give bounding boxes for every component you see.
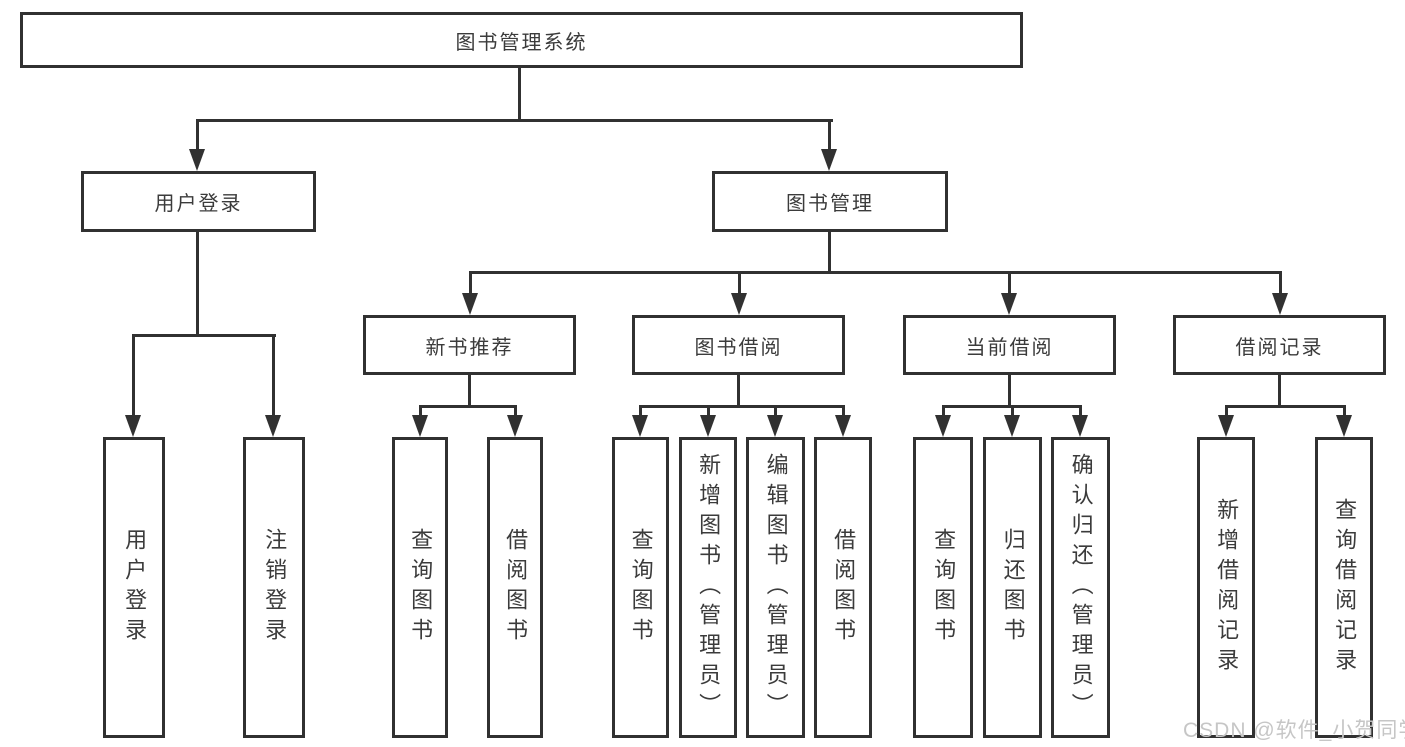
arrowhead-down-icon (632, 415, 648, 437)
arrowhead-down-icon (767, 415, 783, 437)
node-leaf-current-return-books: 归还图书 (983, 437, 1042, 738)
node-user-login: 用户登录 (81, 171, 316, 232)
node-label: 新增借阅记录 (1214, 497, 1240, 678)
connector-line (828, 232, 831, 273)
connector-line (419, 405, 422, 417)
arrowhead-down-icon (1004, 415, 1020, 437)
connector-line (774, 405, 777, 417)
connector-line (828, 119, 831, 153)
arrowhead-down-icon (462, 293, 478, 315)
arrowhead-down-icon (731, 293, 747, 315)
arrowhead-down-icon (189, 149, 205, 171)
node-label: 图书管理 (786, 193, 874, 215)
node-label: 查询图书 (408, 527, 434, 648)
connector-line (1079, 405, 1082, 417)
node-label: 图书借阅 (694, 336, 783, 359)
node-book-management: 图书管理 (712, 171, 948, 232)
arrowhead-down-icon (700, 415, 716, 437)
node-borrowing-records: 借阅记录 (1173, 315, 1386, 375)
node-leaf-user-login: 用户登录 (103, 437, 165, 738)
node-label: 归还图书 (1000, 527, 1026, 648)
node-leaf-borrowing-add-books-admin: 新增图书（管理员） (679, 437, 737, 738)
node-label: 当前借阅 (965, 336, 1054, 359)
node-label: 用户登录 (154, 193, 243, 215)
connector-line (842, 405, 845, 417)
node-leaf-borrowing-edit-books-admin: 编辑图书（管理员） (746, 437, 805, 738)
connector-line (132, 334, 276, 337)
connector-line (1011, 405, 1014, 417)
node-label: 编辑图书（管理员） (763, 452, 789, 723)
node-label: 借阅图书 (503, 527, 529, 648)
connector-line (196, 119, 833, 122)
connector-line (707, 405, 710, 417)
node-leaf-records-add-record: 新增借阅记录 (1197, 437, 1255, 738)
node-leaf-borrowing-query-books: 查询图书 (612, 437, 669, 738)
node-current-borrowing: 当前借阅 (903, 315, 1116, 375)
node-leaf-newbook-borrow-books: 借阅图书 (487, 437, 543, 738)
arrowhead-down-icon (507, 415, 523, 437)
arrowhead-down-icon (265, 415, 281, 437)
connector-line (639, 405, 845, 408)
node-library-management-system: 图书管理系统 (20, 12, 1023, 68)
connector-line (132, 334, 135, 418)
node-label: 新书推荐 (425, 336, 514, 359)
node-book-borrowing: 图书借阅 (632, 315, 845, 375)
arrowhead-down-icon (1072, 415, 1088, 437)
node-label: 借阅记录 (1235, 336, 1324, 359)
node-label: 查询图书 (628, 527, 654, 648)
arrowhead-down-icon (935, 415, 951, 437)
connector-line (196, 119, 199, 153)
arrowhead-down-icon (1001, 293, 1017, 315)
connector-line (469, 271, 472, 295)
connector-line (196, 232, 199, 336)
connector-line (1008, 271, 1011, 295)
connector-line (738, 271, 741, 295)
node-new-book-recommend: 新书推荐 (363, 315, 576, 375)
arrowhead-down-icon (835, 415, 851, 437)
connector-line (1225, 405, 1228, 417)
connector-line (942, 405, 945, 417)
connector-line (1008, 375, 1011, 408)
arrowhead-down-icon (1272, 293, 1288, 315)
arrowhead-down-icon (412, 415, 428, 437)
node-leaf-borrowing-borrow-books: 借阅图书 (814, 437, 872, 738)
node-label: 图书管理系统 (455, 31, 588, 54)
node-leaf-current-confirm-return-admin: 确认归还（管理员） (1051, 437, 1110, 738)
node-label: 借阅图书 (831, 527, 857, 648)
node-label: 确认归还（管理员） (1068, 452, 1094, 723)
node-leaf-newbook-query-books: 查询图书 (392, 437, 448, 738)
node-label: 查询图书 (931, 527, 957, 648)
arrowhead-down-icon (1336, 415, 1352, 437)
arrowhead-down-icon (125, 415, 141, 437)
connector-line (518, 68, 521, 121)
connector-line (514, 405, 517, 417)
connector-line (419, 405, 517, 408)
arrowhead-down-icon (821, 149, 837, 171)
connector-line (469, 271, 1282, 274)
node-leaf-current-query-books: 查询图书 (913, 437, 973, 738)
connector-line (272, 334, 275, 418)
arrowhead-down-icon (1218, 415, 1234, 437)
connector-line (1278, 375, 1281, 408)
node-leaf-records-query-record: 查询借阅记录 (1315, 437, 1373, 738)
connector-line (1279, 271, 1282, 295)
node-label: 用户登录 (122, 527, 148, 648)
node-leaf-logout: 注销登录 (243, 437, 305, 738)
csdn-watermark: CSDN @软件_小贺同学 (1183, 719, 1405, 742)
connector-line (468, 375, 471, 408)
node-label: 新增图书（管理员） (696, 452, 722, 723)
connector-line (1343, 405, 1346, 417)
node-label: 注销登录 (262, 527, 288, 648)
node-label: 查询借阅记录 (1332, 497, 1358, 678)
connector-line (737, 375, 740, 408)
connector-line (1225, 405, 1346, 408)
connector-line (639, 405, 642, 417)
